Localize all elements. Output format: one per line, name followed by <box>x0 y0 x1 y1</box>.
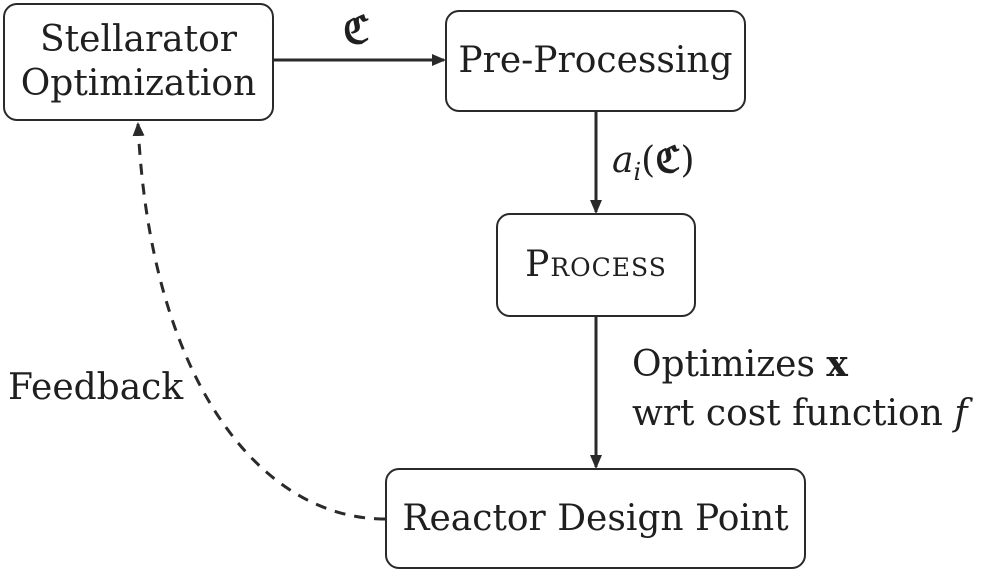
node-reactor-design-point: Reactor Design Point <box>385 468 806 569</box>
node-stellarator-line2: Optimization <box>20 63 257 104</box>
node-stellarator-optimization: Stellarator Optimization <box>3 3 274 121</box>
edge-label-feedback: Feedback <box>8 366 183 410</box>
config-symbol: ℭ <box>343 7 370 52</box>
ai-subscript: i <box>633 158 642 187</box>
node-stellarator-line1: Stellarator <box>40 19 237 60</box>
edge-label-ai-of-config: ai(ℭ) <box>612 138 695 194</box>
ai-config-symbol: ℭ <box>655 139 681 181</box>
ai-open-paren: ( <box>641 140 656 181</box>
node-reactor-label: Reactor Design Point <box>402 497 789 539</box>
edge-label-config-symbol: ℭ <box>343 8 370 52</box>
edge-feedback-dashed <box>132 122 386 521</box>
edge-label-optimizes-line2: wrt cost function f <box>632 392 968 436</box>
optimizes-line1-var: x <box>826 343 848 385</box>
optimizes-line2-var: f <box>954 393 968 434</box>
optimizes-line1-text: Optimizes <box>632 344 827 385</box>
feedback-label: Feedback <box>8 367 184 408</box>
node-pre-processing: Pre-Processing <box>445 10 746 112</box>
optimizes-line2-text: wrt cost function <box>632 393 955 434</box>
node-process-label: Process <box>525 244 667 285</box>
ai-close-paren: ) <box>680 140 695 181</box>
edge-label-optimizes-line1: Optimizes x <box>632 342 848 387</box>
node-process: Process <box>496 213 696 317</box>
ai-prefix: a <box>612 140 634 181</box>
node-pre-processing-label: Pre-Processing <box>458 40 733 81</box>
